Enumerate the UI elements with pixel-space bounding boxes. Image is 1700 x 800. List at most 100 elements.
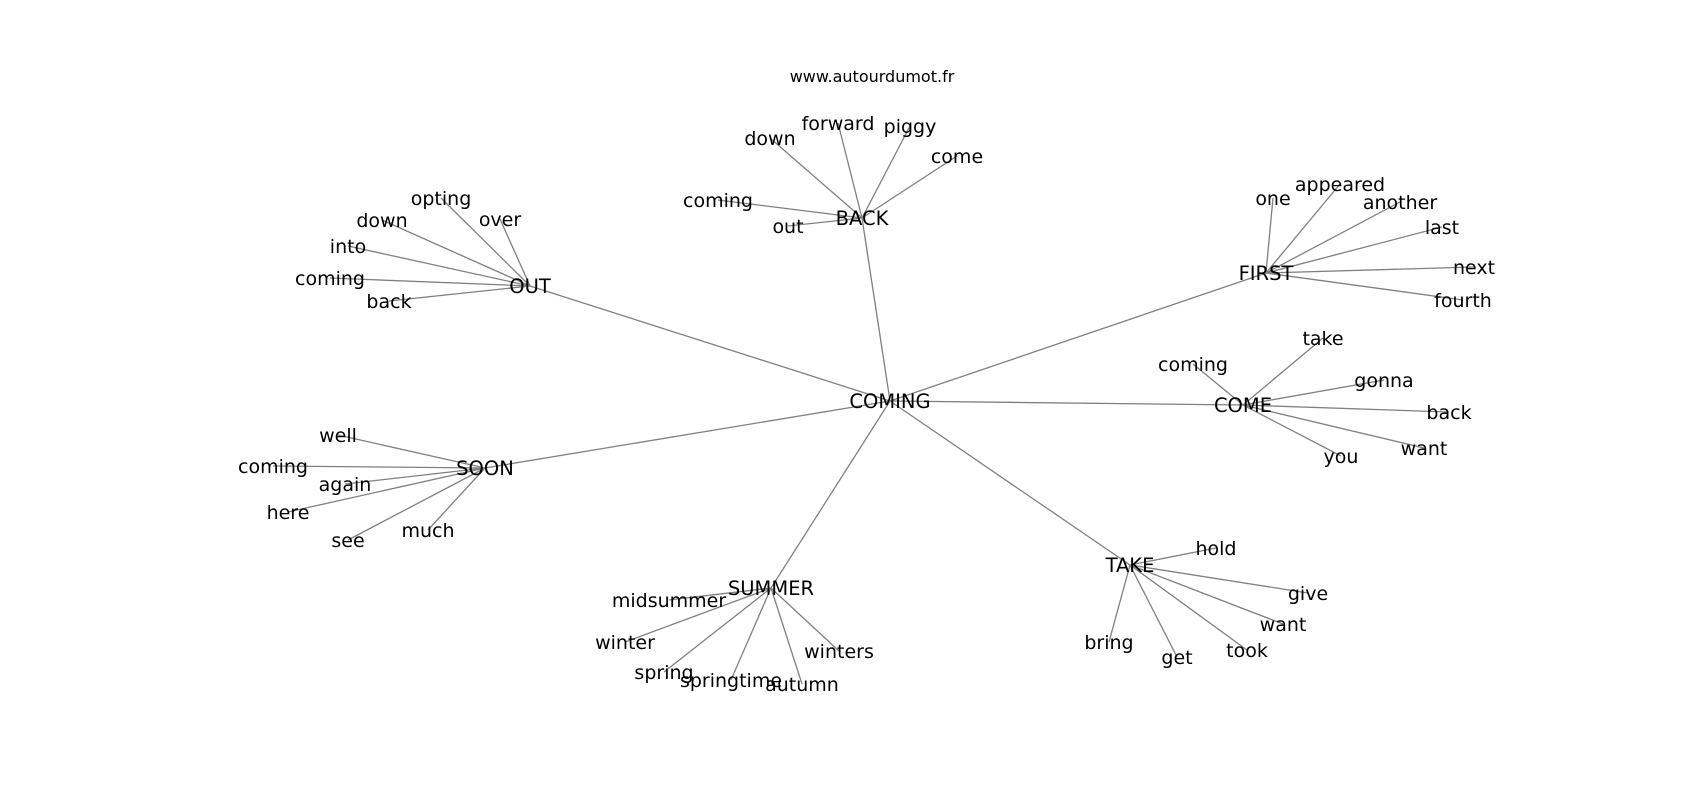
edge	[889, 400, 1131, 566]
edge	[861, 155, 958, 219]
hub-word[interactable]: FIRST	[1239, 262, 1294, 285]
leaf-word[interactable]: winter	[595, 632, 655, 654]
leaf-word[interactable]: winters	[804, 641, 874, 663]
edge	[663, 587, 772, 673]
leaf-word[interactable]: gonna	[1354, 370, 1413, 392]
edge	[889, 272, 1267, 402]
leaf-word[interactable]: back	[1426, 402, 1471, 424]
leaf-word[interactable]: again	[319, 474, 372, 496]
hub-word[interactable]: SUMMER	[728, 577, 814, 600]
leaf-word[interactable]: give	[1288, 583, 1328, 605]
leaf-word[interactable]: see	[331, 530, 364, 552]
leaf-word[interactable]: another	[1363, 192, 1437, 214]
edge	[861, 217, 891, 402]
leaf-word[interactable]: want	[1401, 438, 1448, 460]
edge	[668, 587, 772, 601]
edge	[484, 400, 891, 469]
leaf-word[interactable]: springtime	[680, 670, 782, 692]
leaf-word[interactable]: back	[366, 291, 411, 313]
edge	[1129, 564, 1248, 651]
edge	[287, 467, 486, 513]
edge	[1265, 183, 1341, 274]
edge	[837, 122, 863, 219]
leaf-word[interactable]: midsummer	[612, 590, 726, 612]
leaf-word[interactable]: opting	[411, 188, 472, 210]
leaf-word[interactable]: well	[319, 425, 357, 447]
leaf-word[interactable]: coming	[1158, 354, 1228, 376]
hub-word[interactable]: BACK	[836, 207, 890, 230]
leaf-word[interactable]: forward	[802, 113, 875, 135]
leaf-word[interactable]: over	[479, 209, 522, 231]
leaf-word[interactable]: down	[744, 128, 795, 150]
leaf-word[interactable]: much	[401, 520, 454, 542]
edge	[381, 219, 531, 287]
edge	[889, 400, 1244, 406]
edge	[1129, 547, 1217, 566]
leaf-word[interactable]: take	[1302, 328, 1343, 350]
edges	[272, 122, 1475, 685]
edge	[1242, 337, 1324, 406]
edge	[1129, 564, 1284, 625]
edge	[1265, 272, 1464, 301]
edge	[337, 434, 486, 469]
hub-word[interactable]: SOON	[456, 457, 514, 480]
leaf-word[interactable]: fourth	[1434, 290, 1492, 312]
leaf-word[interactable]: coming	[295, 268, 365, 290]
edge	[1242, 404, 1342, 457]
edge	[272, 465, 486, 469]
leaf-word[interactable]: coming	[238, 456, 308, 478]
leaf-word[interactable]: coming	[683, 190, 753, 212]
center-word[interactable]: COMING	[849, 390, 930, 413]
edge	[770, 587, 840, 652]
edge	[717, 199, 863, 219]
leaf-word[interactable]: took	[1226, 640, 1268, 662]
edge	[769, 137, 863, 219]
leaf-word[interactable]: last	[1425, 217, 1459, 239]
edge	[861, 125, 911, 219]
edge	[1129, 564, 1178, 658]
leaf-word[interactable]: down	[356, 210, 407, 232]
edge	[730, 587, 772, 681]
edge	[427, 467, 486, 531]
edge	[1242, 379, 1385, 406]
edge	[787, 217, 863, 227]
leaf-word[interactable]: into	[330, 236, 366, 258]
leaf-word[interactable]: bring	[1084, 632, 1133, 654]
edge	[388, 285, 531, 302]
leaf-word[interactable]: hold	[1195, 538, 1236, 560]
edge	[1265, 197, 1274, 274]
hub-word[interactable]: COME	[1214, 394, 1272, 417]
leaf-word[interactable]: want	[1260, 614, 1307, 636]
hub-word[interactable]: OUT	[509, 275, 551, 298]
source-url[interactable]: www.autourdumot.fr	[790, 67, 955, 86]
leaf-word[interactable]: piggy	[884, 116, 937, 138]
leaf-word[interactable]: here	[267, 502, 310, 524]
edge	[1108, 564, 1131, 643]
edge	[344, 467, 486, 485]
edge	[347, 245, 531, 287]
edge	[1242, 404, 1425, 449]
edge	[1129, 564, 1309, 594]
edge	[440, 197, 531, 287]
edge	[1242, 404, 1450, 413]
edge	[1265, 201, 1401, 274]
edge	[624, 587, 772, 643]
leaf-word[interactable]: next	[1453, 257, 1495, 279]
leaf-word[interactable]: you	[1324, 446, 1359, 468]
leaf-word[interactable]: out	[772, 216, 803, 238]
leaf-word[interactable]: spring	[634, 662, 693, 684]
edge	[529, 285, 891, 402]
labels: COMING BACK down forward piggy come coming outF…	[238, 113, 1495, 696]
leaf-word[interactable]: one	[1255, 188, 1290, 210]
hub-word[interactable]: TAKE	[1105, 554, 1155, 577]
edge	[1265, 266, 1475, 274]
leaf-word[interactable]: come	[931, 146, 983, 168]
edge	[770, 400, 891, 589]
leaf-word[interactable]: appeared	[1295, 174, 1385, 196]
edge	[329, 277, 531, 287]
leaf-word[interactable]: get	[1161, 647, 1192, 669]
edge	[770, 587, 803, 685]
edge	[347, 467, 486, 541]
leaf-word[interactable]: autumn	[765, 674, 839, 696]
